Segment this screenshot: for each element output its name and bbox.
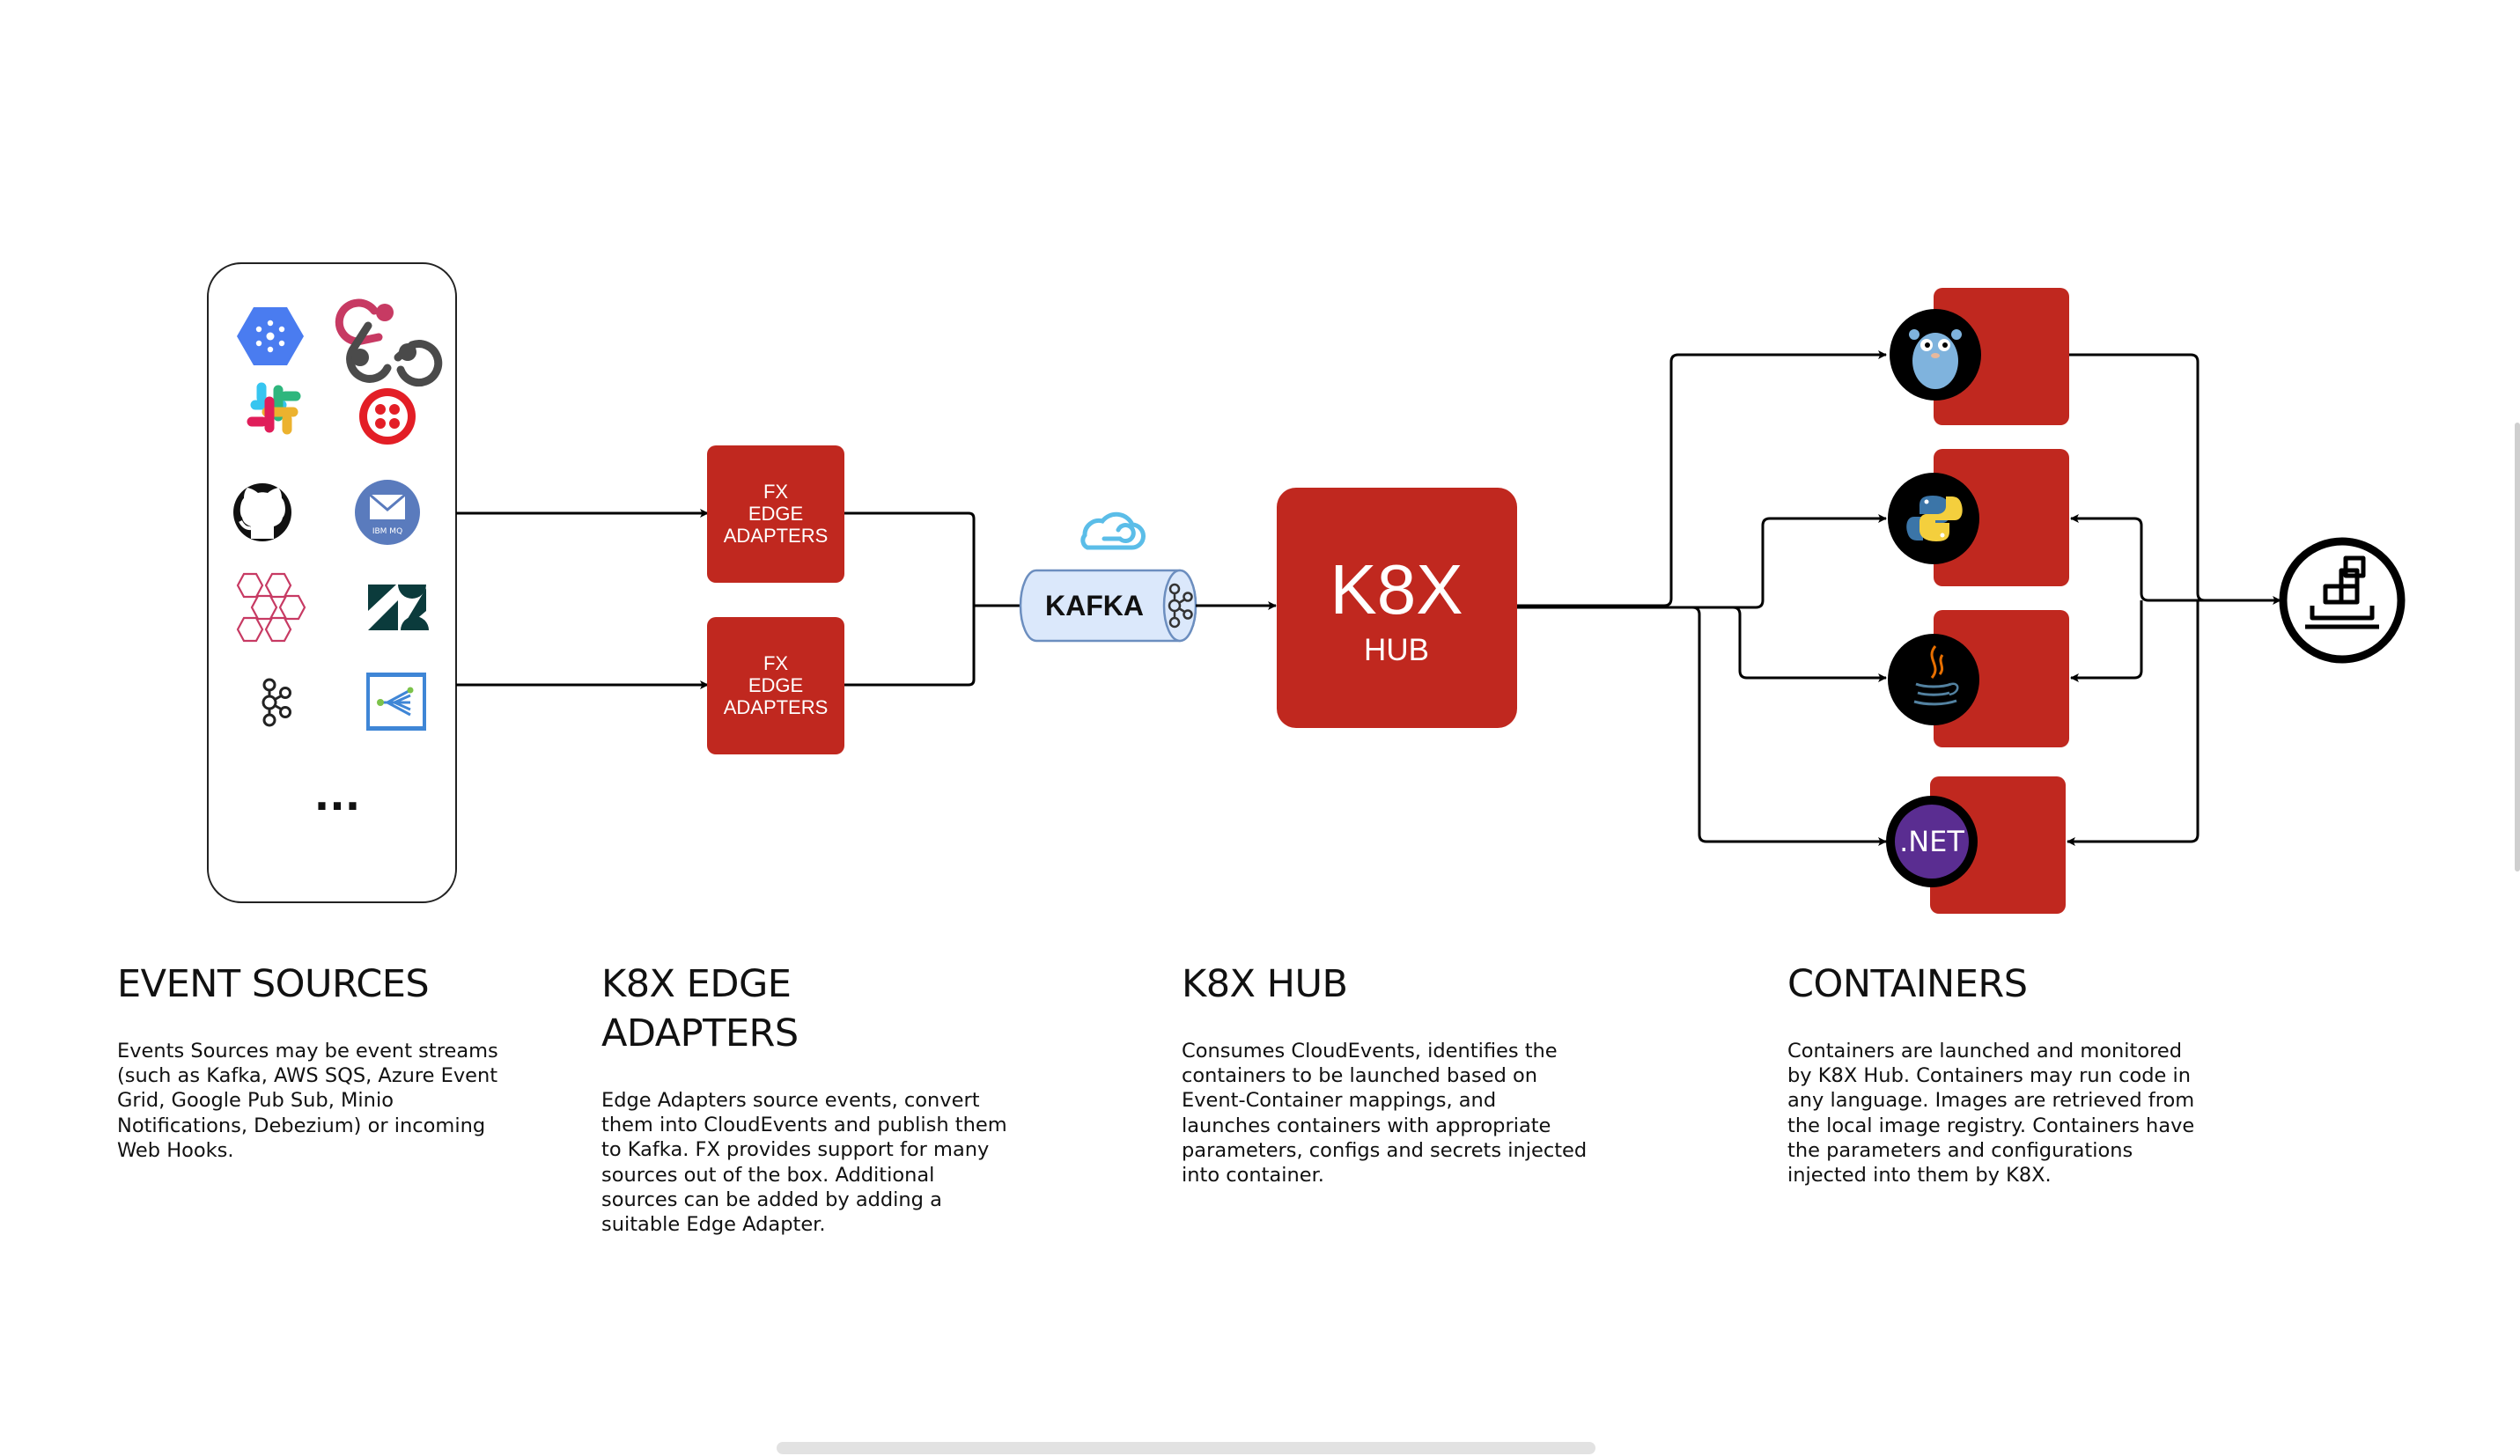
containers-title: CONTAINERS <box>1787 962 2028 1006</box>
hub-desc-line: Consumes CloudEvents, identifies the <box>1182 1040 1558 1063</box>
go-gopher-icon <box>1909 329 1962 389</box>
cloudevents-icon <box>1080 511 1146 550</box>
event-sources-desc-line: (such as Kafka, AWS SQS, Azure Event <box>117 1064 498 1088</box>
image-registry-icon <box>2279 537 2406 664</box>
connectors-hub-containers <box>1517 350 1887 846</box>
edge-adapter-1-line1: FX <box>763 481 788 503</box>
containers-desc-line: by K8X Hub. Containers may run code in <box>1787 1064 2191 1088</box>
k8x-hub-box: K8X HUB <box>1277 488 1517 728</box>
hub-section-title: K8X HUB <box>1182 962 1348 1006</box>
hub-desc-line: launches containers with appropriate <box>1182 1114 1551 1137</box>
edge-adapter-1-line2: EDGE <box>748 503 803 525</box>
kafka-queue: KAFKA <box>1019 569 1197 643</box>
edge-adapters-desc-line: to Kafka. FX provides support for many <box>601 1138 990 1162</box>
hub-section-desc: Consumes CloudEvents, identifies the con… <box>1182 1039 1604 1188</box>
hub-desc-line: Event-Container mappings, and <box>1182 1089 1497 1113</box>
event-sources-desc-line: Notifications, Debezium) or incoming <box>117 1114 486 1137</box>
kafka-icon <box>262 678 291 727</box>
slack-icon <box>247 382 301 435</box>
event-sources-ellipsis: ... <box>314 772 360 820</box>
python-icon <box>1906 496 1963 541</box>
containers-desc-line: the local image registry. Containers hav… <box>1787 1114 2195 1137</box>
edge-adapter-box-2: FX EDGE ADAPTERS <box>707 617 844 754</box>
edge-adapters-title: K8X EDGE ADAPTERS <box>601 960 799 1058</box>
edge-adapters-desc-line: Edge Adapters source events, convert <box>601 1089 980 1112</box>
ibm-mq-icon: IBM MQ <box>355 480 420 545</box>
hub-desc-line: into container. <box>1182 1164 1324 1188</box>
containers-desc-line: Containers are launched and monitored <box>1787 1040 2182 1063</box>
containers-desc-line: injected into them by K8X. <box>1787 1164 2052 1188</box>
hub-desc-line: containers to be launched based on <box>1182 1064 1538 1088</box>
event-sources-desc-line: Grid, Google Pub Sub, Minio <box>117 1089 394 1113</box>
connectors-containers-registry <box>2067 353 2281 846</box>
zendesk-icon <box>368 585 429 630</box>
containers-desc-line: any language. Images are retrieved from <box>1787 1089 2195 1113</box>
java-icon <box>1913 645 1959 706</box>
edge-adapters-desc-line: suitable Edge Adapter. <box>601 1213 826 1237</box>
event-sources-title: EVENT SOURCES <box>117 962 430 1006</box>
kafka-logo-icon <box>1168 583 1193 629</box>
hub-title: K8X <box>1330 550 1463 629</box>
edge-adapter-1-line3: ADAPTERS <box>724 525 829 547</box>
github-icon <box>233 483 291 541</box>
container-java <box>1888 610 2069 747</box>
ibm-mq-label: IBM MQ <box>372 527 402 536</box>
edge-adapters-desc: Edge Adapters source events, convert the… <box>601 1088 1024 1237</box>
dotnet-label: .NET <box>1899 825 1964 858</box>
webhook-icon <box>335 298 443 387</box>
google-pubsub-icon <box>237 307 304 365</box>
event-sources-desc-line: Web Hooks. <box>117 1138 234 1162</box>
kafka-label: KAFKA <box>1045 590 1144 621</box>
edge-adapter-box-1: FX EDGE ADAPTERS <box>707 445 844 583</box>
container-dotnet: .NET <box>1886 776 2066 914</box>
hub-subtitle: HUB <box>1364 633 1429 667</box>
edge-adapters-desc-line: sources out of the box. Additional <box>601 1163 935 1187</box>
hub-desc-line: parameters, configs and secrets injected <box>1182 1138 1588 1162</box>
edge-adapter-2-line2: EDGE <box>748 674 803 696</box>
container-go <box>1890 288 2069 425</box>
hexagon-cluster-icon <box>236 572 306 643</box>
horizontal-scrollbar[interactable] <box>777 1442 1595 1454</box>
twilio-icon <box>359 388 416 445</box>
edge-adapter-2-line1: FX <box>763 652 788 674</box>
edge-adapters-title-line: ADAPTERS <box>601 1011 799 1055</box>
containers-desc: Containers are launched and monitored by… <box>1787 1039 2210 1188</box>
edge-adapters-title-line: K8X EDGE <box>601 962 792 1006</box>
edge-adapter-2-line3: ADAPTERS <box>724 696 829 718</box>
edge-adapters-desc-line: them into CloudEvents and publish them <box>601 1114 1007 1137</box>
container-python <box>1888 449 2069 586</box>
event-sources-desc: Events Sources may be event streams (suc… <box>117 1039 513 1163</box>
vertical-scrollbar[interactable] <box>2515 423 2520 871</box>
event-grid-icon <box>366 673 426 731</box>
containers-desc-line: the parameters and configurations <box>1787 1138 2133 1162</box>
edge-adapters-desc-line: sources can be added by adding a <box>601 1188 942 1211</box>
event-sources-desc-line: Events Sources may be event streams <box>117 1040 498 1063</box>
connector-adapters-kafka <box>844 511 1023 687</box>
